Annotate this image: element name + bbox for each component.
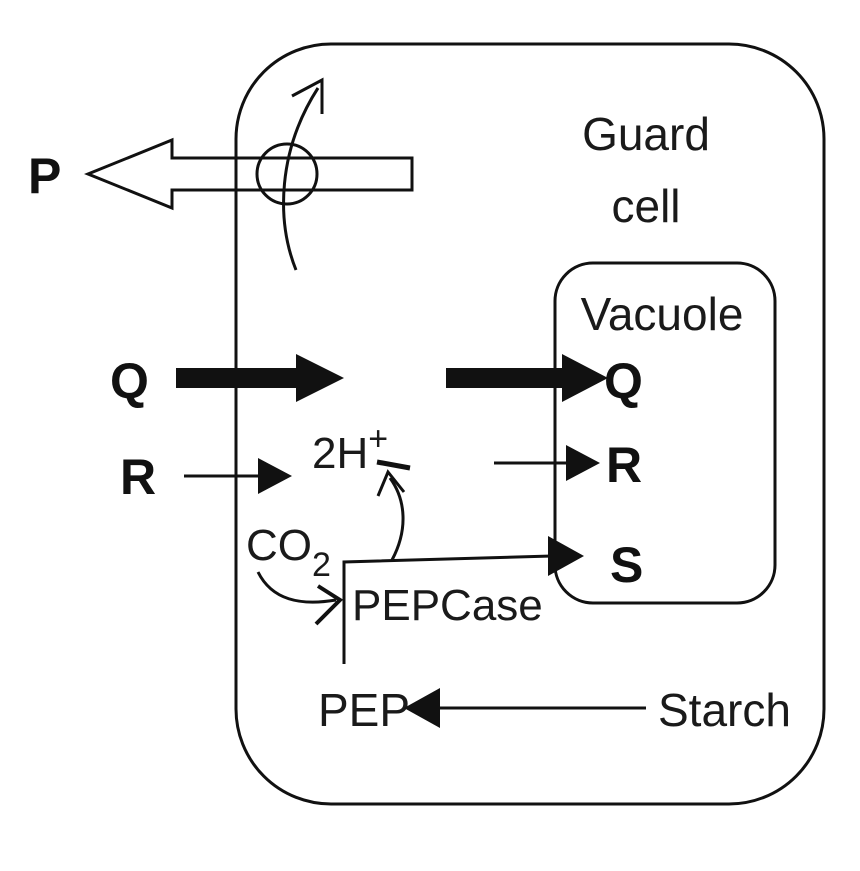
p-label: P — [28, 148, 61, 204]
r-influx-head-outer — [258, 458, 292, 494]
co2-label: CO2 — [246, 521, 331, 584]
vacuole-membrane — [553, 261, 777, 605]
guard-cell-membrane — [234, 42, 826, 806]
pepcase-label: PEPCase — [352, 581, 543, 630]
pump-curved-arrow — [282, 87, 320, 271]
hydrogen-ion-label: 2H+ — [312, 420, 388, 478]
r-label-left: R — [120, 449, 156, 505]
hydrogen-release-arrowhead — [376, 469, 406, 497]
starch-to-pep-arrowhead — [404, 688, 440, 728]
s-pathway-line — [342, 554, 553, 664]
co2-uptake-arrowhead — [314, 584, 344, 626]
pump-curved-arrowhead — [291, 77, 324, 114]
q-label-left: Q — [110, 353, 149, 409]
q-influx-arrow-outer — [176, 354, 344, 402]
hydrogen-charge-dash — [376, 459, 411, 471]
s-pathway-arrowhead — [548, 536, 584, 576]
membrane-pump-circle — [255, 142, 319, 206]
guard-cell-label-line2: cell — [611, 180, 680, 232]
r-influx-head-vacuole — [566, 445, 600, 481]
co2-uptake-arrow — [256, 571, 337, 604]
starch-label: Starch — [658, 684, 791, 736]
q-label-right: Q — [604, 353, 643, 409]
pep-label: PEP — [318, 684, 410, 736]
hydrogen-release-arrow — [388, 477, 405, 561]
s-label: S — [610, 537, 643, 593]
vacuole-label: Vacuole — [581, 288, 744, 340]
p-efflux-arrow — [84, 137, 414, 211]
r-label-right: R — [606, 437, 642, 493]
guard-cell-label-line1: Guard — [582, 108, 710, 160]
q-influx-arrow-vacuole — [446, 354, 608, 402]
